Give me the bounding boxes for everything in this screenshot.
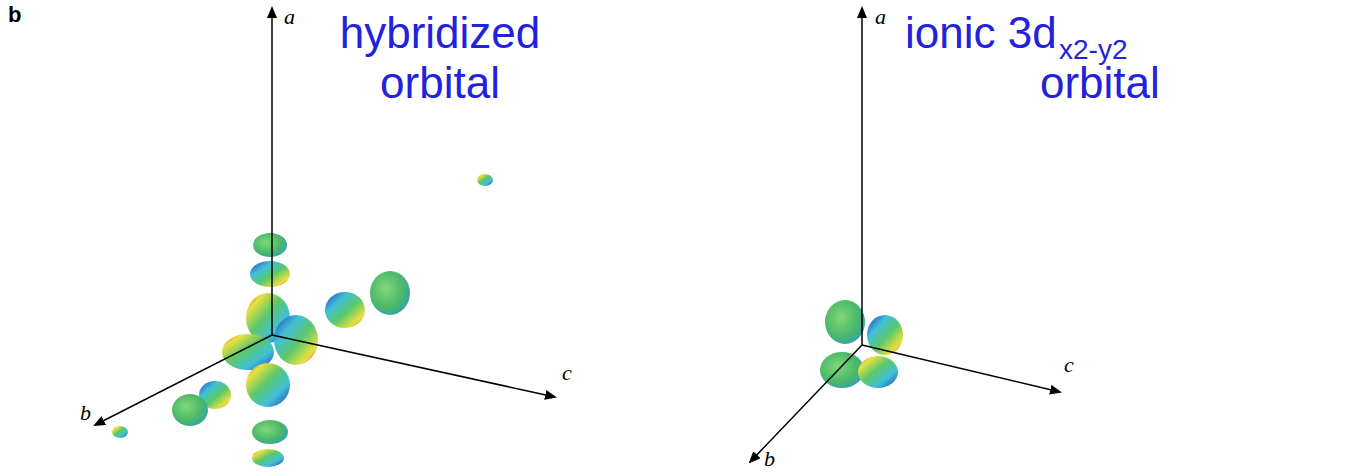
axis-label: a xyxy=(284,4,295,30)
axis-lines xyxy=(750,8,1060,462)
orbital-title: orbital xyxy=(1040,58,1160,108)
axis-label: b xyxy=(764,446,775,472)
axis-label: c xyxy=(1064,352,1074,378)
orbital-title: ionic 3d xyxy=(905,8,1057,58)
axis-label: c xyxy=(562,360,572,386)
hybridized-orbital xyxy=(112,174,493,467)
orbital-title: hybridized orbital xyxy=(310,8,570,108)
axis-label: b xyxy=(80,400,91,426)
panel-letter: b xyxy=(8,2,21,28)
axis-label: a xyxy=(875,4,886,30)
